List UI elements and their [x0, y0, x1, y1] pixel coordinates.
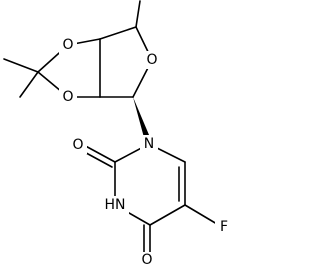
atom-o-dioxolane-top: O — [62, 37, 73, 53]
atom-o-dioxolane-bottom: O — [62, 89, 73, 105]
atom-o-c2: O — [72, 137, 83, 153]
atom-labels: O O O N HN O O F — [59, 36, 233, 268]
bonds — [3, 0, 223, 263]
bond-cq-methyl-b — [19, 71, 39, 98]
bond-cq-methyl-a — [3, 58, 39, 73]
bond-c5-methyl — [135, 0, 141, 28]
bond-c5-c4 — [99, 26, 137, 40]
atom-f5: F — [220, 219, 228, 235]
molecule-structure: O O O N HN O O F — [3, 0, 233, 268]
wedge-c1-n1 — [133, 97, 152, 145]
atom-o-ring: O — [146, 52, 157, 68]
bond-c5-c4 — [149, 204, 186, 226]
atom-nh3: HN — [105, 197, 126, 213]
atom-o-c4: O — [141, 252, 152, 268]
atom-n1: N — [144, 136, 154, 152]
